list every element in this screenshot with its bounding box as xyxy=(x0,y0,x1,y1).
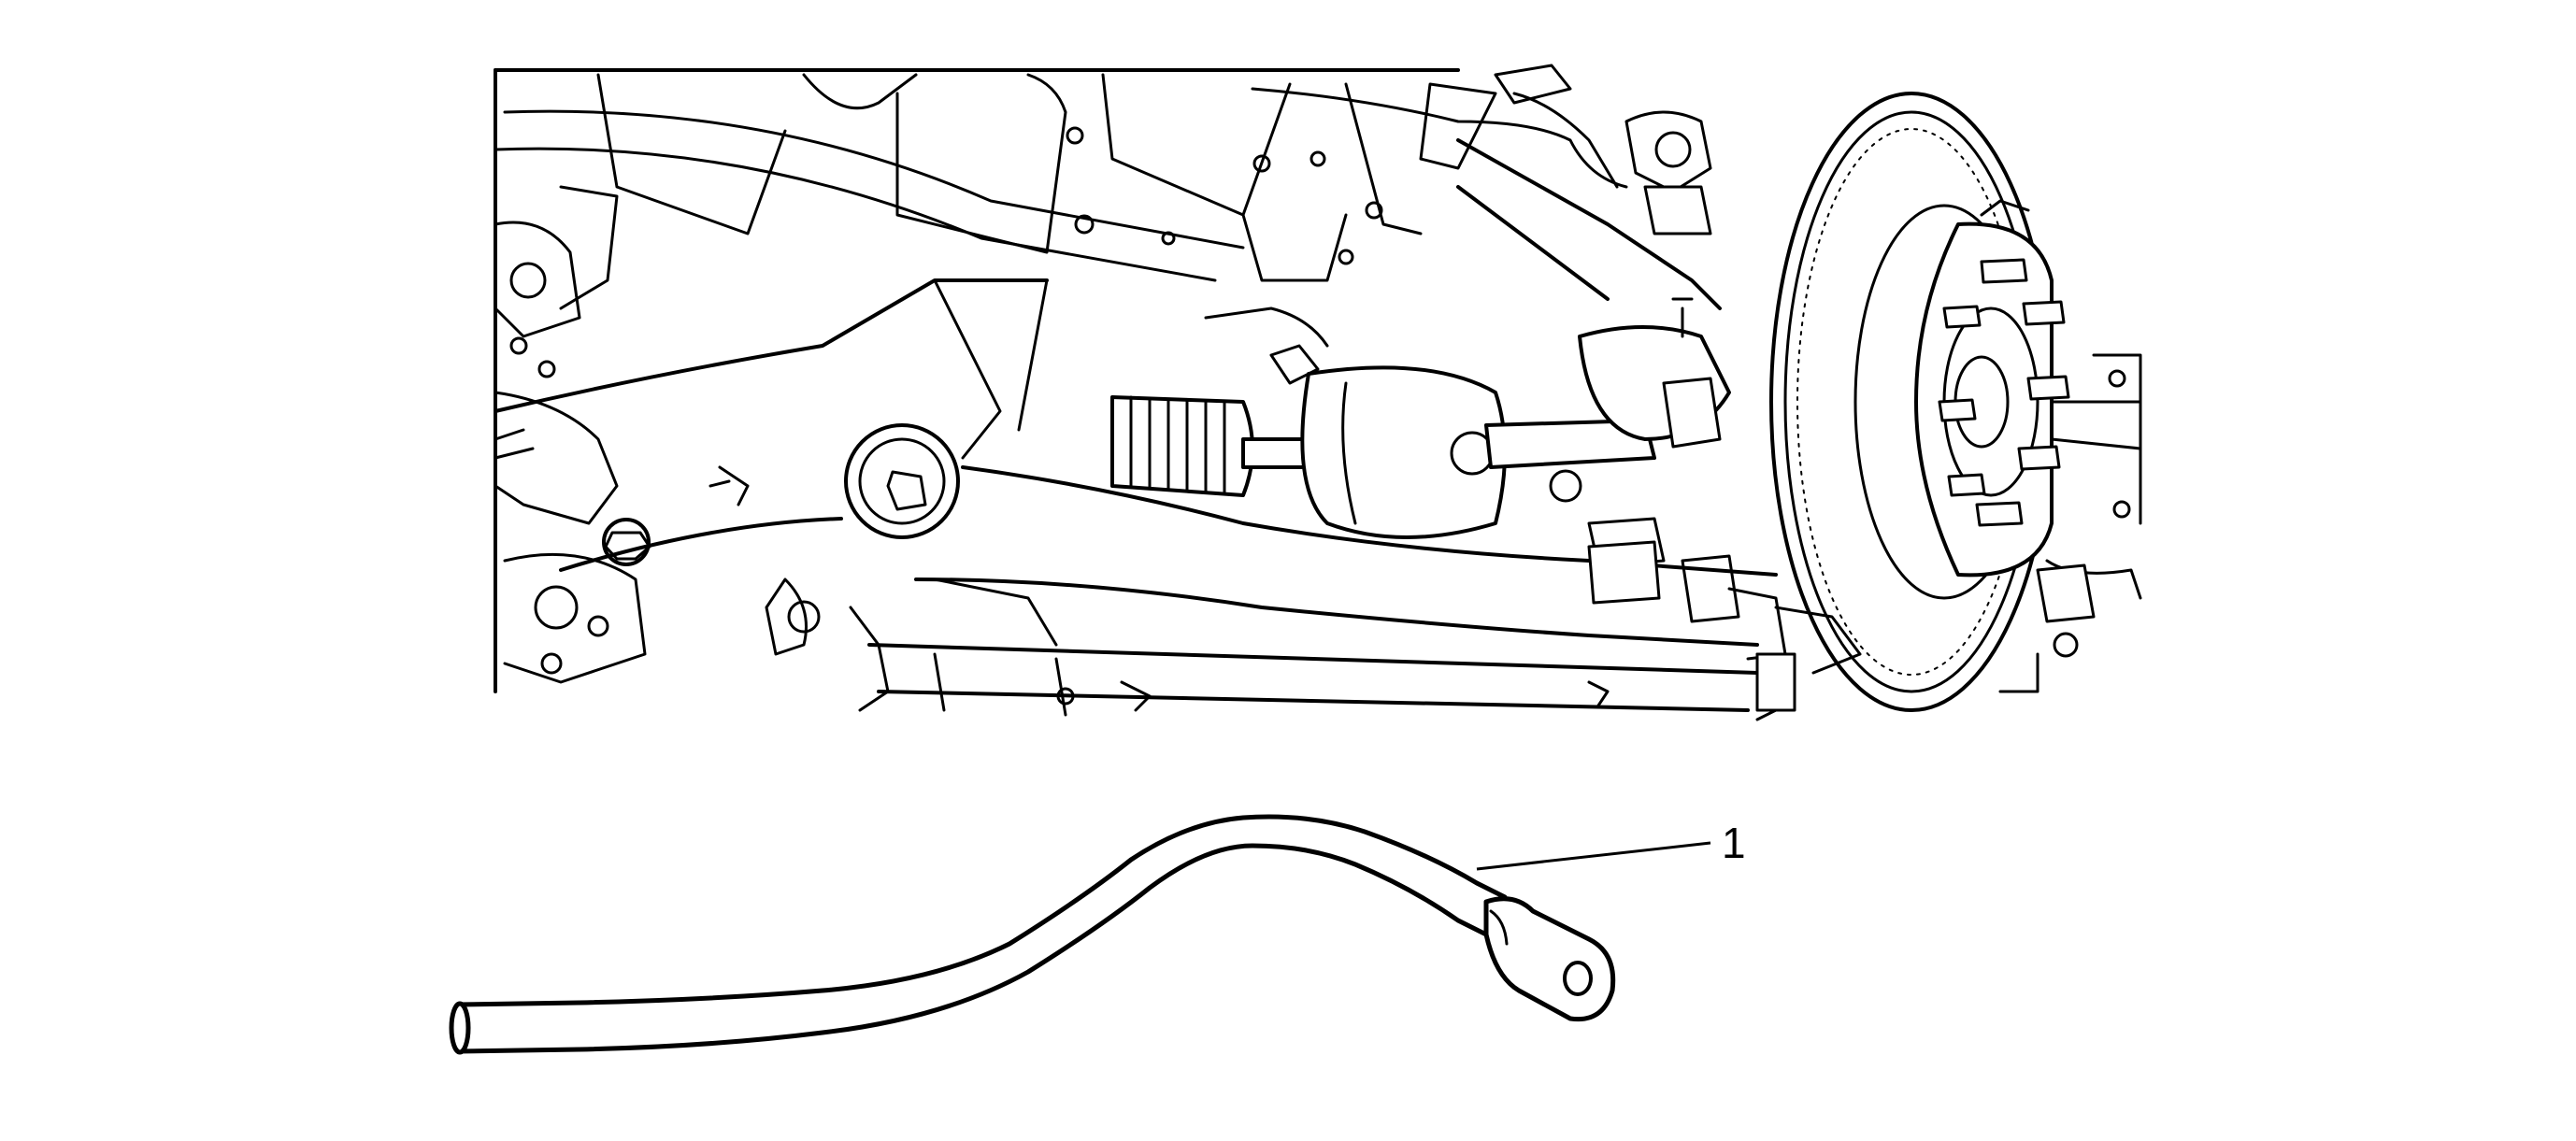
upper-control-arm xyxy=(1456,64,1722,310)
lower-control-arm-bushing xyxy=(602,423,960,566)
callout-number: 1 xyxy=(1722,819,1746,867)
callout-leader-line xyxy=(1476,841,1711,871)
outer-tie-rod xyxy=(1484,297,1731,567)
wheel-studs xyxy=(1938,258,2070,527)
stabilizer-shaft-part xyxy=(449,814,1616,1055)
lower-control-arm xyxy=(494,278,1778,647)
callout-1: 1 xyxy=(1476,819,1746,871)
right-frame-section xyxy=(1998,353,2142,693)
brake-line xyxy=(1251,87,1628,189)
front-suspension-assembly xyxy=(494,64,2142,721)
steering-gear xyxy=(1110,307,1507,539)
engine-area xyxy=(494,185,647,684)
frame-rail xyxy=(494,68,1497,693)
stabilizer-shaft-installed xyxy=(765,578,1778,721)
stabilizer-link xyxy=(1587,540,1796,712)
brake-rotor-hub xyxy=(1769,92,2070,712)
